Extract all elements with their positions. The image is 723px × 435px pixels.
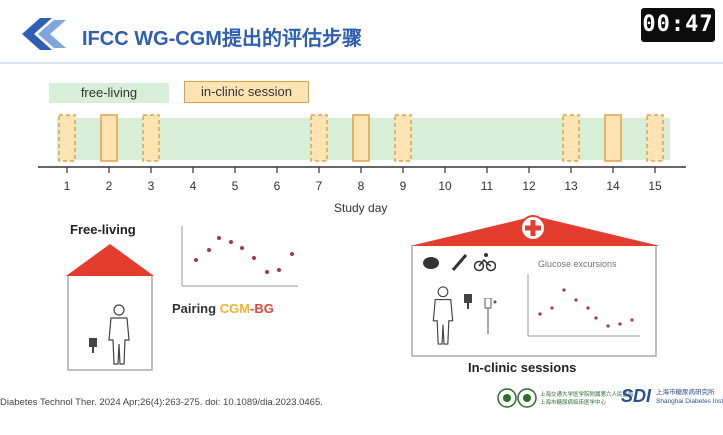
clinic-walls [411, 246, 657, 357]
glucose-excursions-plot [527, 274, 640, 337]
transition-session-box-day-7 [310, 114, 328, 162]
free-living-title: Free-living [70, 222, 136, 237]
glucose-meter-icon [89, 338, 97, 353]
legend-in-clinic: in-clinic session [184, 81, 309, 103]
sdi-institute-name: 上海市糖尿病研究所 Shanghai Diabetes Institute [656, 389, 723, 405]
institution-name: 上海交通大学医学院附属第六人民医院 上海市糖尿病临床医学中心 [540, 392, 634, 406]
timer-display: 00:47 [641, 8, 715, 42]
tick-label-day-8: 8 [357, 179, 365, 193]
title-divider [0, 62, 723, 64]
tick-label-day-7: 7 [315, 179, 323, 193]
tick-label-day-13: 13 [564, 179, 578, 193]
hospital-cross-icon [520, 215, 546, 241]
transition-session-box-day-13 [562, 114, 580, 162]
in-clinic-session-box-day-2 [100, 114, 118, 162]
person-icon [108, 304, 130, 365]
in-clinic-session-box-day-14 [604, 114, 622, 162]
tick-label-day-15: 15 [648, 179, 662, 193]
tick-label-day-14: 14 [606, 179, 620, 193]
timeline-diagram [38, 114, 686, 173]
legend-free-living: free-living [49, 83, 169, 103]
institution-logo-icon [497, 388, 537, 408]
citation-text: Diabetes Technol Ther. 2024 Apr;26(4):26… [0, 397, 323, 408]
person-icon-clinic [432, 286, 454, 345]
iv-drip-icon [484, 298, 497, 334]
house-roof-icon [66, 244, 154, 276]
cyclist-icon [474, 253, 496, 272]
food-bowl-icon [423, 257, 439, 269]
transition-session-box-day-9 [394, 114, 412, 162]
house-walls [67, 276, 153, 371]
tick-label-day-2: 2 [105, 179, 113, 193]
tick-label-day-11: 11 [480, 179, 494, 193]
transition-session-box-day-1 [58, 114, 76, 162]
in-clinic-sessions-title: In-clinic sessions [468, 360, 577, 375]
syringe-icon [451, 254, 468, 271]
tick-label-day-5: 5 [231, 179, 239, 193]
glucose-excursions-label: Glucose excursions [538, 259, 617, 269]
tick-label-day-6: 6 [273, 179, 281, 193]
tick-label-day-12: 12 [522, 179, 536, 193]
pairing-scatter-plot [181, 226, 298, 287]
glucose-meter-icon-clinic [464, 294, 472, 309]
tick-label-day-3: 3 [147, 179, 155, 193]
tick-label-day-1: 1 [63, 179, 71, 193]
tick-label-day-10: 10 [438, 179, 452, 193]
tick-label-day-9: 9 [399, 179, 407, 193]
axis-label-study-day: Study day [334, 201, 388, 215]
transition-session-box-day-15 [646, 114, 664, 162]
page-title: IFCC WG-CGM提出的评估步骤 [82, 28, 362, 50]
sdi-logo-mark: SDI [621, 386, 652, 406]
tick-label-day-4: 4 [189, 179, 197, 193]
in-clinic-session-box-day-8 [352, 114, 370, 162]
chevron-logo-icon [22, 18, 66, 50]
transition-session-box-day-3 [142, 114, 160, 162]
pairing-cgm-bg-label: Pairing CGM-BG [172, 301, 274, 316]
